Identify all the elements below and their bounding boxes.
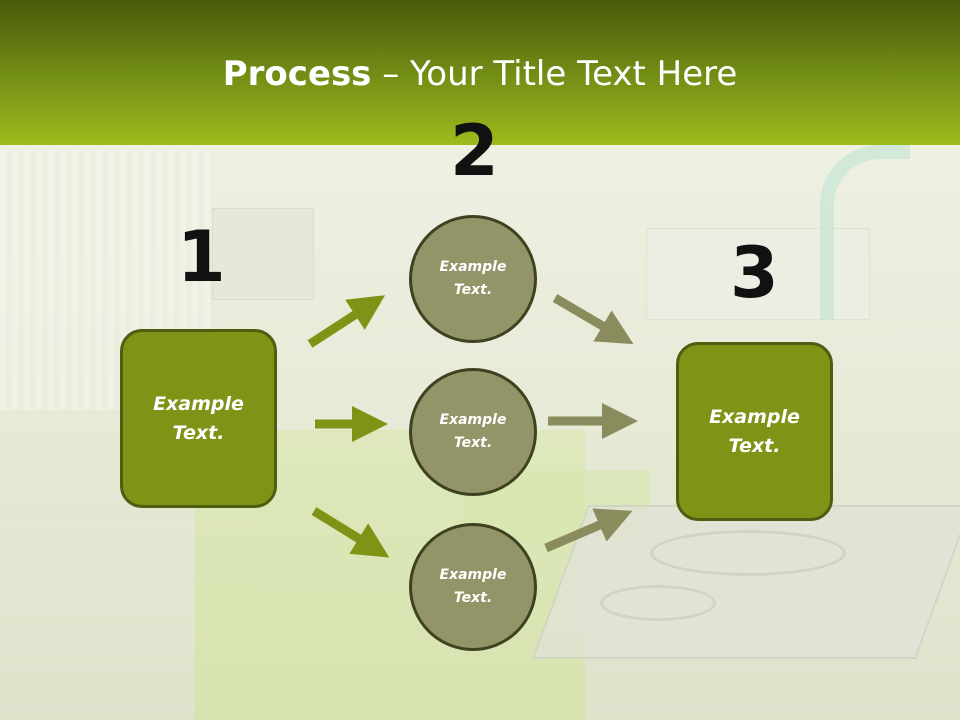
process-box-left-text: Example Text. [153,393,244,444]
background-rug [531,505,960,659]
background-rug-ring [600,585,716,621]
background-arch [820,145,910,320]
step-number-3: 3 [730,232,779,314]
step-number-2: 2 [450,110,499,192]
process-box-right-text: Example Text. [709,406,800,457]
process-box-left: Example Text. [120,329,277,508]
background-rug-ring [650,530,846,576]
process-circle-top-text: Example Text. [439,258,507,298]
header-band: Process – Your Title Text Here [0,0,960,145]
title-bold: Process [222,54,372,94]
step-number-1: 1 [177,216,226,298]
process-circle-bottom: Example Text. [409,523,537,651]
slide-title: Process – Your Title Text Here [0,54,960,94]
process-circle-middle-text: Example Text. [439,411,507,451]
process-box-right: Example Text. [676,342,833,521]
process-circle-top: Example Text. [409,215,537,343]
background-shelf [212,208,314,300]
process-circle-bottom-text: Example Text. [439,566,507,606]
title-rest: – Your Title Text Here [371,54,738,94]
process-circle-middle: Example Text. [409,368,537,496]
